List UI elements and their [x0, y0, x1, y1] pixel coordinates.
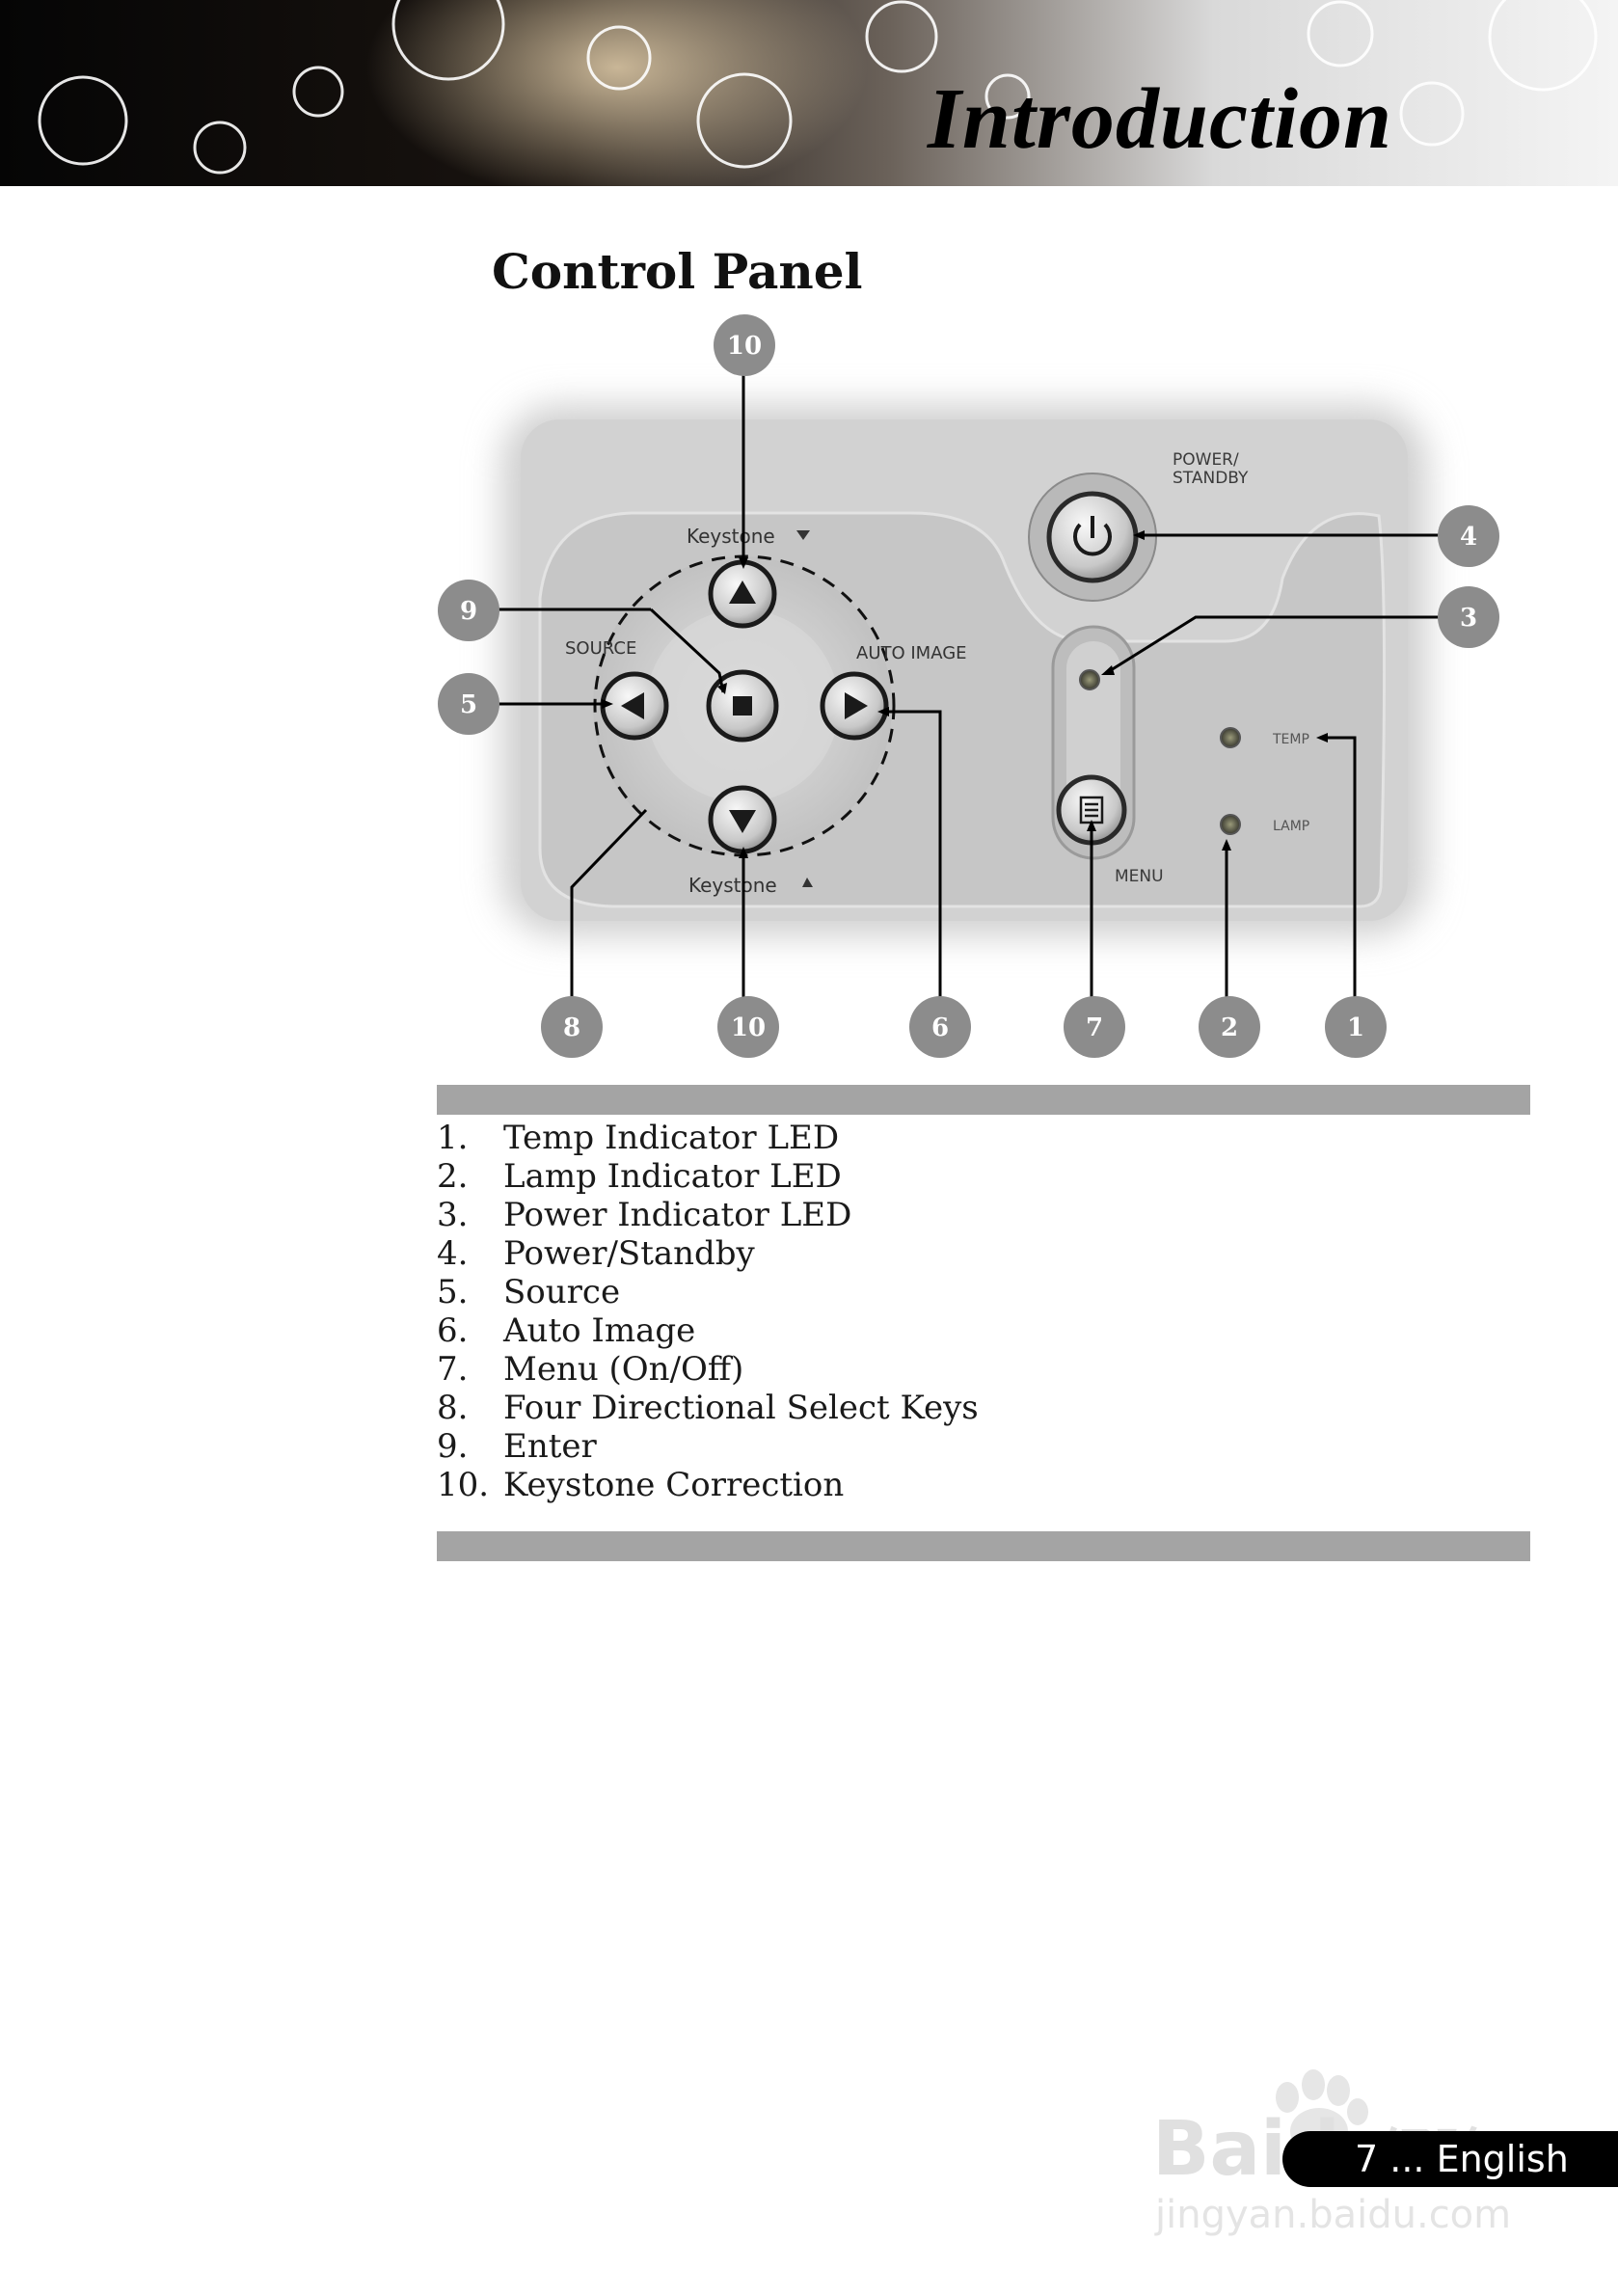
callout-3: 3: [1438, 586, 1499, 648]
legend-item: 5.Source: [437, 1273, 621, 1311]
svg-text:9: 9: [460, 597, 477, 626]
watermark-url: jingyan.baidu.com: [1154, 2193, 1511, 2237]
svg-text:3: 3: [1460, 604, 1477, 633]
callout-1: 1: [1325, 996, 1387, 1058]
callout-10-bottom: 10: [717, 996, 779, 1058]
standby-label: STANDBY: [1173, 469, 1249, 488]
temp-label: TEMP: [1272, 732, 1309, 747]
page-header-title: Introduction: [927, 71, 1392, 167]
legend-item: 6.Auto Image: [437, 1311, 696, 1350]
power-icon: [1073, 523, 1112, 556]
keystone-up-glyph-icon: [796, 530, 810, 540]
power-label: POWER/: [1173, 450, 1239, 470]
callout-6: 6: [909, 996, 971, 1058]
svg-text:7: 7: [1086, 1013, 1103, 1042]
arrow-right-icon: [845, 692, 868, 719]
legend-item: 7.Menu (On/Off): [437, 1350, 744, 1389]
source-button[interactable]: [600, 671, 669, 741]
section-title: Control Panel: [492, 243, 863, 300]
legend-list: 1.Temp Indicator LED 2.Lamp Indicator LE…: [437, 1119, 979, 1504]
enter-button[interactable]: [706, 669, 779, 743]
svg-text:2: 2: [1221, 1013, 1238, 1042]
power-standby-button[interactable]: [1028, 473, 1157, 602]
legend-item: 10.Keystone Correction: [437, 1466, 845, 1504]
arrow-up-icon: [729, 581, 756, 604]
callout-5: 5: [438, 673, 499, 735]
callout-4: 4: [1438, 505, 1499, 567]
svg-text:8: 8: [563, 1013, 580, 1042]
svg-text:10: 10: [731, 1013, 766, 1042]
keystone-up-button[interactable]: [708, 559, 777, 629]
keystone-down-label: Keystone: [688, 874, 777, 897]
lamp-indicator-led: [1220, 814, 1241, 835]
callout-2: 2: [1199, 996, 1260, 1058]
lamp-label: LAMP: [1273, 819, 1309, 834]
footer-page-number: 7 ... English: [1355, 2138, 1569, 2180]
auto-image-label: AUTO IMAGE: [856, 643, 967, 663]
legend-item: 1.Temp Indicator LED: [437, 1119, 840, 1157]
callout-badges: 10 4 9 3 5 8 10 6 7 2 1: [438, 314, 1499, 1058]
square-icon: [733, 696, 752, 716]
svg-text:5: 5: [460, 690, 477, 719]
callout-9: 9: [438, 580, 499, 641]
header-banner: Introduction: [0, 0, 1618, 186]
arrow-down-icon: [729, 810, 756, 833]
svg-text:6: 6: [931, 1013, 949, 1042]
power-indicator-led: [1079, 669, 1100, 690]
legend-item: 9.Enter: [437, 1427, 597, 1466]
menu-label: MENU: [1115, 867, 1164, 886]
header-bubbles-graphic: [0, 0, 1618, 186]
legend-item: 4.Power/Standby: [437, 1234, 755, 1273]
auto-image-button[interactable]: [820, 671, 889, 741]
keystone-up-label: Keystone: [687, 525, 775, 548]
legend-item: 3.Power Indicator LED: [437, 1196, 852, 1234]
callout-10-top: 10: [714, 314, 775, 376]
callout-7: 7: [1064, 996, 1125, 1058]
keystone-down-glyph-icon: [802, 878, 813, 887]
svg-text:10: 10: [727, 332, 762, 361]
source-label: SOURCE: [565, 638, 636, 659]
keystone-down-button[interactable]: [708, 785, 777, 854]
svg-text:4: 4: [1460, 523, 1477, 552]
legend-top-rule: [437, 1085, 1530, 1115]
temp-indicator-led: [1220, 727, 1241, 748]
menu-button[interactable]: [1056, 774, 1127, 846]
svg-text:1: 1: [1347, 1013, 1364, 1042]
legend-bottom-rule: [437, 1531, 1530, 1561]
legend-item: 2.Lamp Indicator LED: [437, 1157, 842, 1196]
callout-8: 8: [541, 996, 603, 1058]
leader-arrowheads: [602, 530, 1328, 858]
control-panel-diagram: POWER/ STANDBY MENU TEMP LAMP Keystone K…: [438, 314, 1499, 1058]
legend-item: 8.Four Directional Select Keys: [437, 1389, 979, 1427]
arrow-left-icon: [621, 692, 644, 719]
footer-page-tab: [1282, 2131, 1618, 2187]
